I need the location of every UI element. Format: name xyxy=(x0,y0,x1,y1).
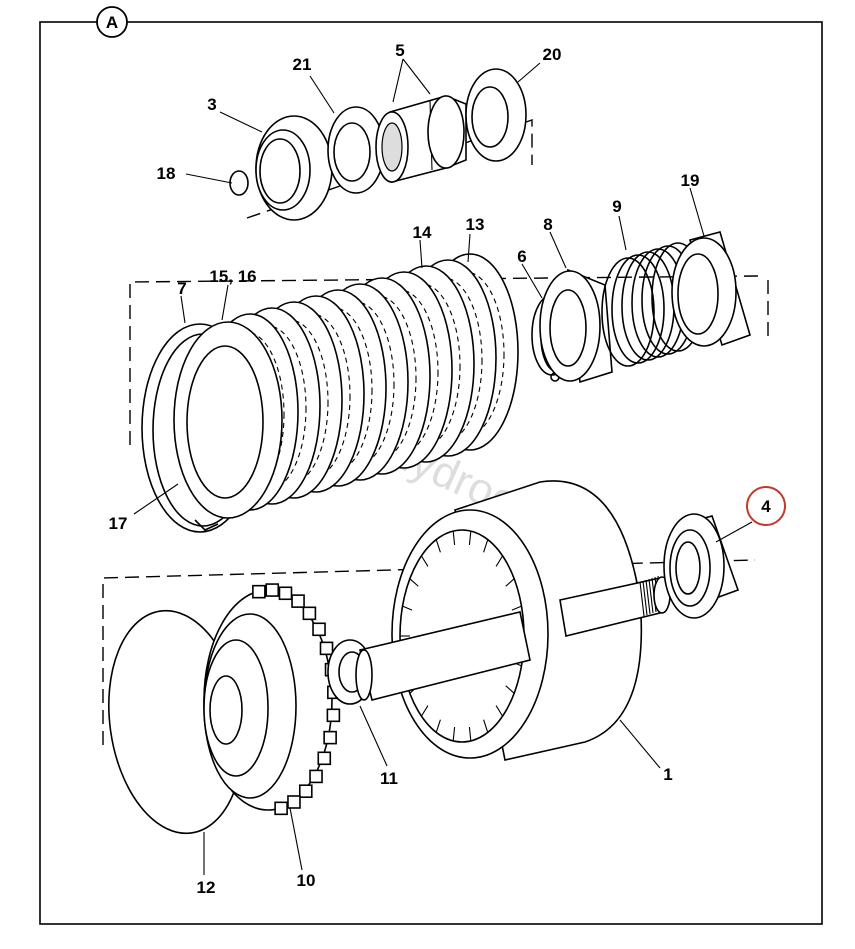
hub-tooth xyxy=(252,584,266,599)
callout-label-18: 18 xyxy=(157,164,176,183)
hub-tooth xyxy=(278,586,293,601)
view-letter-circle xyxy=(96,6,128,38)
hub-tooth xyxy=(265,583,280,597)
callout-label-5: 5 xyxy=(395,41,404,60)
view-letter: A xyxy=(106,13,118,32)
bottom-shaft-group xyxy=(102,480,756,835)
hub-tooth xyxy=(291,594,305,608)
race-part-20 xyxy=(465,68,527,162)
hub-tooth xyxy=(287,795,301,809)
callout-label-20: 20 xyxy=(543,45,562,64)
callout-label-14: 14 xyxy=(413,223,432,242)
hub-tooth xyxy=(274,801,288,816)
clutch-pack-group xyxy=(129,231,769,533)
hub-tooth xyxy=(319,641,334,656)
callout-label-21: 21 xyxy=(293,55,312,74)
bearing-part-3 xyxy=(255,115,333,221)
clutch-bracket-top xyxy=(129,275,759,445)
ring-part-19 xyxy=(671,231,751,347)
needle-sleeve-part-5 xyxy=(375,95,467,184)
callout-label-6: 6 xyxy=(517,247,526,266)
washer-part-21 xyxy=(327,106,385,194)
callout-label-12: 12 xyxy=(197,878,216,897)
callout-label-3: 3 xyxy=(207,95,216,114)
callout-label-19: 19 xyxy=(681,171,700,190)
callout-label-15-16: 15, 16 xyxy=(209,267,256,286)
hub-part-10 xyxy=(203,583,341,816)
hub-tooth xyxy=(317,751,332,766)
pressure-plate-part-15-16 xyxy=(173,321,283,519)
callout-label-8: 8 xyxy=(543,215,552,234)
callout-label-17: 17 xyxy=(109,514,128,533)
callout-label-9: 9 xyxy=(612,197,621,216)
callout-label-1: 1 xyxy=(663,765,672,784)
hub-tooth xyxy=(323,730,337,745)
drum-part-1 xyxy=(355,480,671,761)
callout-label-10: 10 xyxy=(297,871,316,890)
bearing-part-4 xyxy=(663,513,740,619)
top-group-bracket xyxy=(246,119,533,219)
hub-tooth xyxy=(326,708,341,723)
callout-label-7: 7 xyxy=(177,279,186,298)
callout-label-11: 11 xyxy=(380,769,398,788)
callout-4-highlight xyxy=(746,486,786,526)
callout-label-13: 13 xyxy=(466,215,485,234)
hub-tooth xyxy=(302,606,317,621)
leader-lines xyxy=(133,58,753,875)
top-bearing-group xyxy=(229,68,533,221)
hub-tooth xyxy=(309,769,323,784)
diagram-frame xyxy=(39,21,823,925)
callout-label-4: 4 xyxy=(761,497,771,516)
hub-tooth xyxy=(298,784,313,798)
ring-part-18 xyxy=(229,170,249,196)
cup-part-8 xyxy=(539,268,613,384)
hub-tooth xyxy=(312,622,326,637)
